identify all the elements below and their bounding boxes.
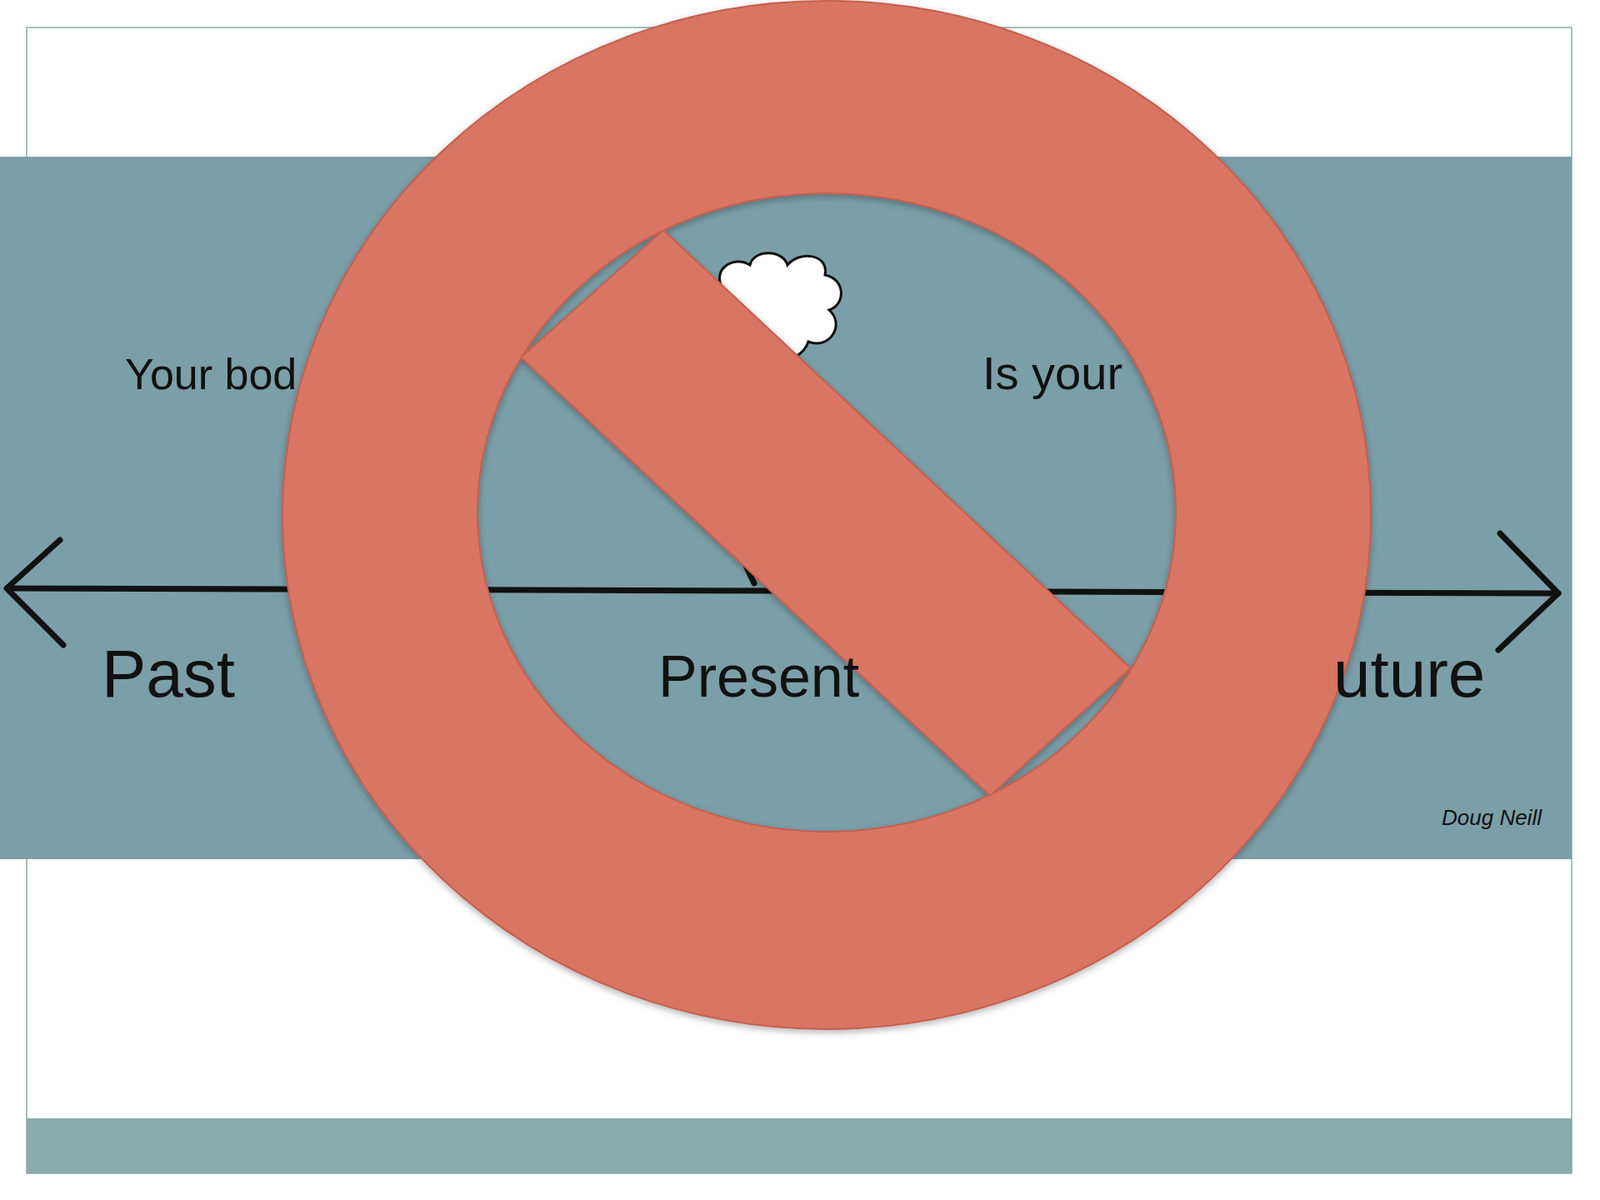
- prohibition-ring: [282, 0, 1371, 1030]
- band-text: Doug Neill: [1441, 806, 1542, 829]
- bottom-bar: [26, 1118, 1572, 1174]
- band-text: Is your: [982, 350, 1123, 397]
- band-text: Your bod: [125, 352, 297, 396]
- band-text: Past: [101, 640, 235, 708]
- band-text: uture: [1333, 640, 1485, 708]
- band-text: Present: [658, 647, 860, 706]
- prohibition-sign: [282, 0, 1371, 1030]
